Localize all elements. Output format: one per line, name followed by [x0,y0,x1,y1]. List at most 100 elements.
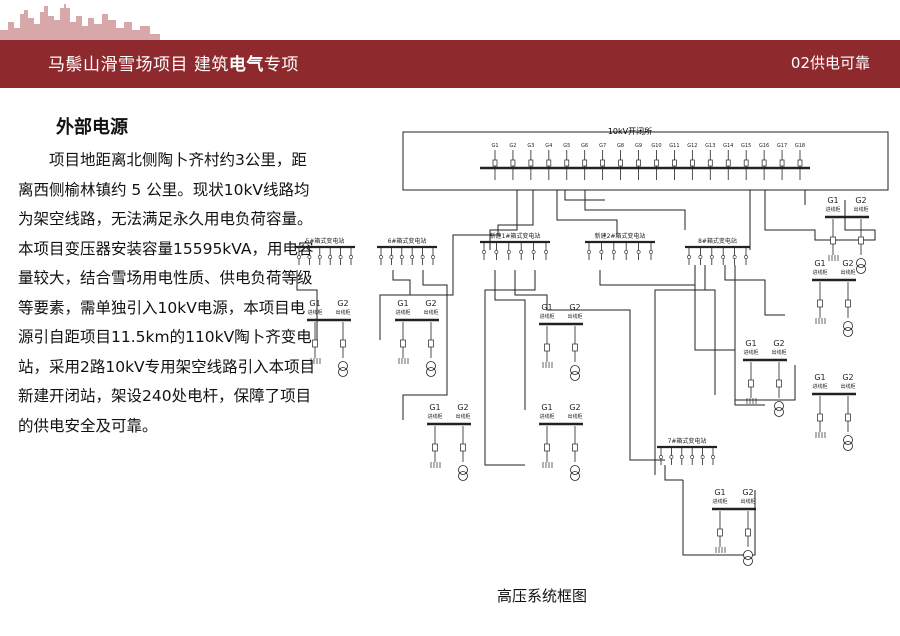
box-switch-symbol [431,255,435,259]
box-switch-symbol [519,250,524,254]
feeder-label: G18 [795,143,805,149]
breaker-symbol [564,159,570,167]
unit-breaker-symbol [817,413,823,422]
unit-breaker-symbol [776,379,782,388]
unit-cabinet-type: 出线柜 [567,313,582,320]
feeder-line [734,265,796,401]
transformer-symbol [426,367,436,377]
unit-breaker-symbol [460,443,466,452]
breaker-symbol [761,159,767,167]
box-switch-symbol [389,255,394,259]
box-switch-symbol [624,250,629,254]
transformer-symbol [843,441,853,451]
unit-cabinet-label: G2 [569,303,580,312]
unit-cabinet-type: 进线柜 [825,206,840,213]
unit-breaker-symbol [340,339,346,348]
box-switch-symbol [399,255,404,259]
box-switch-symbol [687,255,691,259]
feeder-label: G16 [759,143,769,149]
unit-cabinet-label: G2 [773,339,784,348]
feeder-label: G8 [617,143,624,149]
box-switch-symbol [587,250,591,254]
box-substation-label: 5#箱式变电站 [306,237,345,245]
diagram-caption: 高压系统框图 [497,587,588,605]
unit-breaker-symbol [572,343,578,352]
unit-cabinet-label: G1 [429,403,440,412]
unit-cabinet-label: G2 [425,299,436,308]
unit-cabinet-type: 进线柜 [712,498,727,505]
unit-cabinet-label: G1 [714,488,725,497]
box-substation-label: 6#箱式变电站 [388,237,427,245]
box-substation-label: 新建1#箱式变电站 [490,232,541,240]
breaker-symbol [743,159,749,167]
unit-cabinet-label: G1 [814,259,825,268]
breaker-symbol [636,159,641,167]
transformer-symbol [570,471,580,481]
header-banner: 马鬃山滑雪场项目 建筑电气专项 02供电可靠 [0,40,900,88]
feeder-line [664,465,683,481]
feeder-line [379,270,411,340]
feeder-line [489,190,518,250]
feeder-label: G9 [635,143,642,149]
box-substation-label: 新建2#箱式变电站 [595,232,646,240]
box-switch-symbol [531,250,536,254]
unit-cabinet-type: 进线柜 [812,269,827,276]
transformer-symbol [856,264,866,274]
unit-breaker-symbol [748,379,754,388]
feeder-line [599,270,765,406]
feeder-label: G1 [491,143,498,149]
section-paragraph: 项目地距离北侧陶卜齐村约3公里，距离西侧榆林镇约 5 公里。现状10kV线路均为… [18,151,316,435]
breaker-symbol [654,159,659,167]
unit-breaker-symbol [817,299,823,308]
unit-cabinet-label: G1 [541,403,552,412]
unit-cabinet-label: G2 [855,196,866,205]
section-title: 外部电源 [56,117,128,138]
box-switch-symbol [669,455,674,459]
breaker-symbol [582,159,588,167]
unit-breaker-symbol [572,443,578,452]
main-switchgear-label: 10kV开闭所 [608,126,652,136]
breaker-symbol [510,159,516,167]
main-switchgear-frame [402,131,889,191]
feeder-label: G11 [669,143,679,149]
unit-cabinet-type: 出线柜 [455,413,470,420]
feeder-line [564,190,605,201]
box-switch-symbol [599,250,604,254]
unit-cabinet-type: 出线柜 [423,309,438,316]
unit-cabinet-type: 出线柜 [335,309,350,316]
box-switch-symbol [679,455,684,459]
feeder-line [654,265,706,475]
box-switch-symbol [698,255,703,259]
unit-cabinet-label: G2 [842,259,853,268]
unit-breaker-symbol [312,339,318,348]
breaker-symbol [546,159,552,167]
transformer-symbol [458,471,468,481]
feeder-line [724,265,785,316]
unit-breaker-symbol [830,236,836,245]
unit-cabinet-type: 出线柜 [740,498,755,505]
box-switch-symbol [297,255,301,259]
header-title-prefix: 马鬃山滑雪场项目 建筑 [48,55,229,75]
unit-cabinet-label: G1 [814,373,825,382]
unit-breaker-symbol [432,443,438,452]
unit-breaker-symbol [745,528,751,537]
feeder-line [584,190,686,230]
breaker-symbol [492,159,498,167]
breaker-symbol [690,159,695,167]
unit-cabinet-label: G1 [397,299,408,308]
box-switch-symbol [338,255,343,259]
unit-cabinet-type: 进线柜 [395,309,410,316]
box-switch-symbol [649,250,653,254]
unit-cabinet-label: G1 [745,339,756,348]
unit-cabinet-label: G2 [457,403,468,412]
feeder-line [484,270,536,466]
breaker-symbol [797,159,803,167]
unit-breaker-symbol [400,339,406,348]
breaker-symbol [725,159,731,167]
